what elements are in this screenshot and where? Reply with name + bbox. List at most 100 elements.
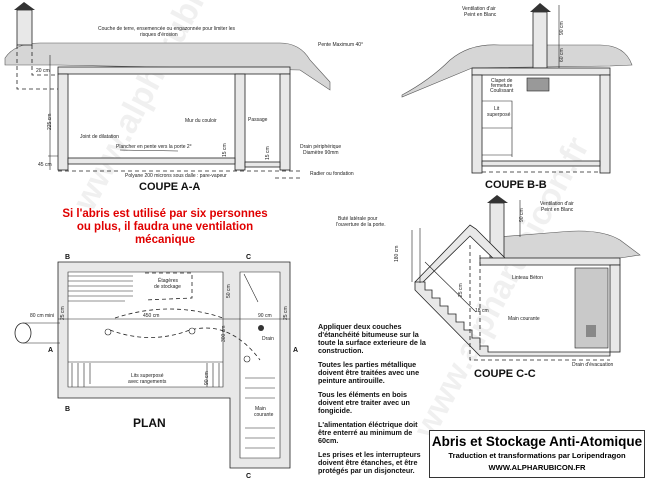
bed-label: superposé	[487, 112, 511, 118]
slope-label: Pente Maximum 40°	[318, 42, 363, 48]
door-hatch	[586, 325, 596, 337]
door-stop-label: Buté latérale pour	[338, 216, 378, 222]
dim-15cm: 15 cm	[265, 146, 271, 160]
handrail-label: courante	[254, 412, 274, 418]
section-marker-a: A	[48, 347, 53, 354]
section-marker-c: C	[246, 473, 251, 480]
floor-label: Plancher en pente vers la porte 2°	[116, 144, 192, 150]
sliding-damper	[526, 77, 550, 92]
section-marker-c: C	[246, 254, 251, 261]
soil-label: Couche de terre, ensemencée ou engazonné…	[98, 26, 236, 32]
right-wall	[599, 74, 611, 174]
ventilation-chimney	[16, 9, 33, 46]
dim-180cm: 180 cm	[394, 246, 400, 262]
handrail-label: Main courante	[508, 316, 540, 322]
bed-label: Lit	[494, 106, 500, 112]
corridor-wall-label: Mur du couloir	[185, 118, 217, 124]
dim-90cm: 90 cm	[559, 21, 565, 35]
note: Tous les éléments en bois doivent etre t…	[318, 390, 410, 415]
beds-label: Lits superposé	[131, 373, 164, 379]
dim-60cm: 60 cm	[559, 48, 565, 62]
lintel-label: Linteau Béton	[512, 275, 543, 281]
dim-45cm: 45 cm	[38, 162, 52, 168]
ventilation-label: Ventilation d'air	[462, 6, 496, 12]
section-marker-a: A	[293, 347, 298, 354]
drain-label: Drain d'évacuation	[572, 362, 613, 368]
floor-plan: B B A A C C Étagères de stockage 450 cm …	[14, 254, 298, 480]
roof-slab	[471, 67, 611, 76]
section-b-b: Ventilation d'air Peint en Blanc 90 cm 6…	[401, 3, 633, 191]
ventilation-label: Peint en Blanc	[464, 12, 497, 18]
section-title: COUPE B-B	[485, 179, 547, 191]
title-block: Abris et Stockage Anti-Atomique Traducti…	[429, 430, 645, 478]
right-wall	[279, 73, 291, 171]
left-wall	[471, 74, 483, 174]
section-marker-b: B	[65, 254, 70, 261]
handrail-label: Main	[255, 406, 266, 412]
corridor-wall	[234, 73, 246, 171]
subtitle: Traduction et transformations par Loripe…	[448, 451, 626, 460]
dim-25cm: 25 cm	[60, 306, 66, 320]
passage-label: Passage	[248, 117, 268, 123]
dim-50cm: 50 cm	[226, 284, 232, 298]
shelves-label: de stockage	[154, 284, 181, 290]
shelves-label: Étagères	[158, 277, 179, 284]
chimney-cap-icon	[487, 195, 508, 203]
dim-15cm: 15 cm	[222, 143, 228, 157]
soil-label: risques d'érosion	[140, 32, 178, 38]
chimney-cap-icon	[14, 2, 35, 10]
floor-slab	[67, 157, 236, 165]
left-wall	[57, 73, 69, 171]
drain-label: Drain	[262, 336, 274, 342]
joint-label: Joint de dilatation	[80, 134, 119, 140]
polyane-label: Polyane 200 microns sous dalle : pare-va…	[125, 173, 227, 179]
chimney-cap-icon	[530, 3, 551, 12]
damper-label: Clapet de	[491, 78, 513, 84]
ventilation-warning: Si l'abris est utilisé par six personnes…	[40, 208, 290, 247]
radier-label: Radier ou fondation	[310, 171, 354, 177]
section-title: COUPE C-C	[474, 368, 536, 380]
damper-label: Coulissant	[490, 88, 514, 94]
roof-slab	[57, 66, 291, 75]
passage-floor	[244, 161, 281, 168]
dim-80cm-min: 80 cm mini	[30, 313, 54, 319]
door-stop-label: l'ouverture de la porte.	[336, 222, 386, 228]
soil-mound	[497, 230, 641, 263]
dim-450cm: 450 cm	[143, 313, 159, 319]
drain-icon	[258, 325, 264, 331]
section-a-a: Couche de terre, ensemencée ou engazonné…	[4, 2, 363, 193]
note: L'alimentation éléctrique doit être ente…	[318, 420, 418, 445]
roof-slab	[479, 257, 621, 266]
dim-90cm: 90 cm	[519, 208, 525, 222]
note: Toutes les parties métallique doivent êt…	[318, 360, 420, 385]
construction-notes: Appliquer deux couches d'étanchéité bitu…	[318, 323, 426, 481]
back-wall	[609, 264, 621, 353]
section-title: COUPE A-A	[139, 181, 200, 193]
section-c-c: Buté latérale pour l'ouverture de la por…	[336, 195, 641, 380]
drain-label: Diamètre 90mm	[303, 150, 339, 156]
dim-18cm: 18 cm	[475, 308, 489, 314]
dim-20cm: 20 cm	[36, 68, 50, 74]
damper-label: fermeture	[491, 83, 513, 89]
dim-90cm: 90 cm	[204, 371, 210, 385]
ventilation-chimney	[532, 11, 548, 69]
dim-300cm: 300 cm	[221, 326, 227, 342]
ventilation-label: Ventilation d'air	[540, 201, 574, 207]
drain-label: Drain périphérique	[300, 144, 341, 150]
stairs	[414, 281, 611, 357]
dim-225cm: 225 cm	[47, 114, 53, 130]
dim-25cm: 25 cm	[283, 306, 289, 320]
section-title: PLAN	[133, 416, 166, 430]
dim-25cm: 25 cm	[458, 283, 464, 297]
website-url: WWW.ALPHARUBICON.FR	[488, 463, 586, 472]
warning-line: mécanique	[134, 234, 196, 246]
note: Les prises et les interrupteurs doivent …	[318, 450, 421, 475]
warning-line: ou plus, il faudra une ventilation	[76, 221, 254, 233]
warning-line: Si l'abris est utilisé par six personnes	[62, 208, 268, 220]
beds-label: avec rangements	[128, 379, 167, 385]
section-marker-b: B	[65, 406, 70, 413]
ventilation-label: Peint en Blanc	[541, 207, 574, 213]
dim-90cm: 90 cm	[258, 313, 272, 319]
